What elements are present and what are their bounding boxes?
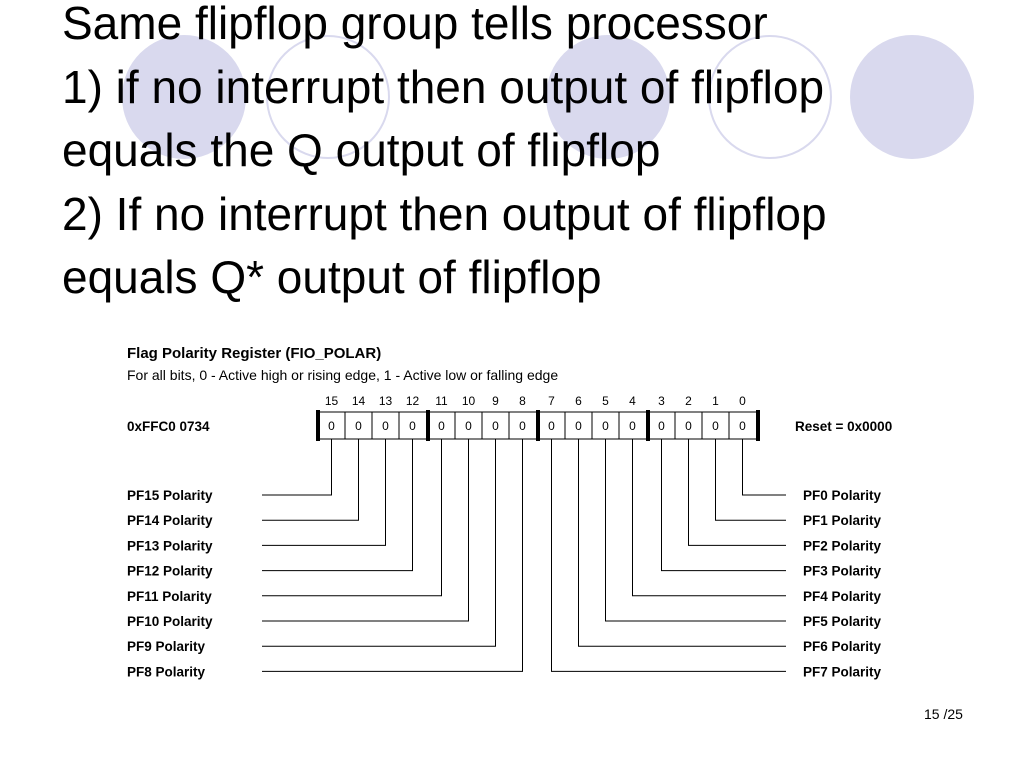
title-line-1: Same flipflop group tells processor bbox=[62, 0, 768, 49]
leader-line bbox=[632, 439, 786, 597]
left-polarity-label: PF8 Polarity bbox=[127, 664, 206, 679]
bit-value: 0 bbox=[409, 419, 416, 433]
left-polarity-label: PF14 Polarity bbox=[127, 513, 213, 528]
leader-line bbox=[262, 439, 386, 546]
bit-value: 0 bbox=[575, 419, 582, 433]
bit-value: 0 bbox=[712, 419, 719, 433]
leader-line bbox=[262, 439, 413, 572]
page-number: 15 /25 bbox=[924, 706, 963, 722]
bit-value: 0 bbox=[548, 419, 555, 433]
bit-number: 6 bbox=[575, 394, 582, 408]
bit-number: 14 bbox=[352, 394, 366, 408]
leader-line bbox=[715, 439, 786, 521]
bit-number: 12 bbox=[406, 394, 420, 408]
bit-number: 4 bbox=[629, 394, 636, 408]
right-polarity-label: PF6 Polarity bbox=[803, 639, 882, 654]
leader-line bbox=[262, 439, 359, 521]
left-polarity-label: PF9 Polarity bbox=[127, 639, 206, 654]
bit-value: 0 bbox=[382, 419, 389, 433]
bit-number: 1 bbox=[712, 394, 719, 408]
leader-line bbox=[578, 439, 786, 647]
bit-value: 0 bbox=[492, 419, 499, 433]
bit-number: 10 bbox=[462, 394, 476, 408]
decorative-ring-1 bbox=[266, 35, 390, 159]
left-polarity-label: PF11 Polarity bbox=[127, 589, 212, 604]
leader-line bbox=[688, 439, 786, 546]
decorative-ring-2 bbox=[708, 35, 832, 159]
right-polarity-label: PF4 Polarity bbox=[803, 589, 882, 604]
bit-number: 9 bbox=[492, 394, 499, 408]
left-polarity-label: PF13 Polarity bbox=[127, 538, 213, 553]
title-line-3: equals the Q output of flipflop bbox=[62, 124, 661, 176]
decorative-circle-2 bbox=[546, 35, 670, 159]
right-polarity-label: PF5 Polarity bbox=[803, 614, 882, 629]
bit-number: 7 bbox=[548, 394, 555, 408]
decorative-circle-3 bbox=[850, 35, 974, 159]
bit-value: 0 bbox=[465, 419, 472, 433]
leader-line bbox=[551, 439, 786, 672]
bit-value: 0 bbox=[629, 419, 636, 433]
decorative-circle-1 bbox=[122, 35, 246, 159]
bit-value: 0 bbox=[658, 419, 665, 433]
left-polarity-label: PF12 Polarity bbox=[127, 564, 213, 579]
bit-value: 0 bbox=[328, 419, 335, 433]
bit-number: 13 bbox=[379, 394, 393, 408]
bit-number: 5 bbox=[602, 394, 609, 408]
register-heading: Flag Polarity Register (FIO_POLAR) bbox=[127, 345, 381, 362]
leader-line bbox=[661, 439, 786, 572]
leader-line bbox=[262, 439, 496, 647]
leader-lines bbox=[262, 439, 786, 672]
bit-value: 0 bbox=[438, 419, 445, 433]
bit-number: 3 bbox=[658, 394, 665, 408]
bit-number: 11 bbox=[435, 394, 448, 408]
register-reset-value: Reset = 0x0000 bbox=[795, 419, 892, 434]
bit-value: 0 bbox=[519, 419, 526, 433]
bit-value: 0 bbox=[685, 419, 692, 433]
bit-value: 0 bbox=[602, 419, 609, 433]
bit-number: 0 bbox=[739, 394, 746, 408]
register-address: 0xFFC0 0734 bbox=[127, 419, 210, 434]
bit-value: 0 bbox=[355, 419, 362, 433]
right-polarity-label: PF7 Polarity bbox=[803, 664, 882, 679]
bit-value: 0 bbox=[739, 419, 746, 433]
leader-line bbox=[262, 439, 332, 496]
slide-title: Same flipflop group tells processor 1) i… bbox=[62, 0, 1012, 310]
bit-number: 8 bbox=[519, 394, 526, 408]
leader-line bbox=[262, 439, 442, 597]
right-polarity-label: PF0 Polarity bbox=[803, 488, 882, 503]
register-subheading: For all bits, 0 - Active high or rising … bbox=[127, 367, 558, 383]
right-polarity-label: PF2 Polarity bbox=[803, 538, 882, 553]
right-polarity-label: PF1 Polarity bbox=[803, 513, 882, 528]
leader-line bbox=[605, 439, 786, 622]
bit-number: 2 bbox=[685, 394, 692, 408]
title-line-5: equals Q* output of flipflop bbox=[62, 251, 602, 303]
leader-line bbox=[262, 439, 469, 622]
left-polarity-label: PF15 Polarity bbox=[127, 488, 213, 503]
right-polarity-label: PF3 Polarity bbox=[803, 564, 882, 579]
leader-line bbox=[262, 439, 523, 672]
title-line-4: 2) If no interrupt then output of flipfl… bbox=[62, 187, 827, 240]
leader-line bbox=[742, 439, 786, 496]
left-polarity-label: PF10 Polarity bbox=[127, 614, 213, 629]
bit-number: 15 bbox=[325, 394, 339, 408]
title-line-2: 1) if no interrupt then output of flipfl… bbox=[62, 60, 825, 113]
